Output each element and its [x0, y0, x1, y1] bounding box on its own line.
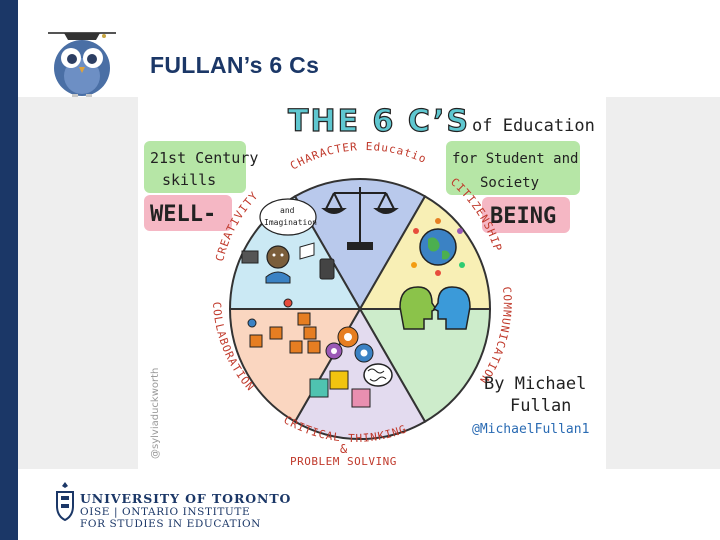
author-handle: @MichaelFullan1 — [472, 422, 589, 437]
imagination-bubble — [259, 198, 317, 236]
pink-note-right — [482, 197, 570, 233]
problem-solving-label: PROBLEM SOLVING — [290, 455, 397, 468]
scales-icon — [321, 187, 399, 250]
footer-institute: FOR STUDIES IN EDUCATION — [80, 518, 261, 530]
poster-heading: THE 6 C’S — [288, 104, 470, 139]
author-line2: Fullan — [510, 396, 571, 416]
globe-people-icon — [411, 218, 465, 276]
footer-university: UNIVERSITY OF TORONTO — [80, 491, 292, 506]
imagination-bubble-line1: and — [280, 206, 295, 215]
thinking-person-icon — [265, 245, 291, 284]
artist-credit: @sylviaduckworth — [150, 368, 161, 459]
owl-logo-icon — [48, 32, 116, 98]
puzzle-icon — [309, 370, 371, 408]
imagination-bubble-line2: Imagination — [264, 218, 317, 227]
amp-sign: & — [340, 442, 348, 456]
six-cs-poster: THE 6 C’S of Education 21st Century skil… — [138, 97, 606, 469]
pink-note-left — [144, 195, 232, 231]
green-note-left — [144, 141, 246, 193]
gears-icon — [325, 326, 374, 363]
talking-heads-icon — [399, 286, 471, 330]
left-note-line1: 21st Century — [150, 149, 258, 167]
brain-icon — [363, 363, 393, 387]
poster-heading-tail: of Education — [472, 116, 595, 136]
footer-oise: OISE | ONTARIO INSTITUTE — [80, 506, 251, 518]
right-note-line1: for Student and — [452, 151, 578, 167]
left-note-line2: skills — [162, 171, 216, 189]
author-line1: By Michael — [484, 374, 586, 394]
tablet-icon — [319, 258, 335, 280]
building-blocks-icon — [247, 298, 321, 354]
uoft-crest-icon — [56, 482, 74, 522]
book-icon — [299, 242, 315, 260]
right-note-line2: Society — [480, 175, 539, 191]
left-accent-bar — [0, 0, 18, 540]
laptop-icon — [241, 250, 259, 264]
slide-title: FULLAN’s 6 Cs — [150, 52, 320, 78]
well-label: WELL- — [150, 202, 216, 227]
green-note-right — [446, 141, 580, 195]
being-label: BEING — [490, 204, 556, 229]
segment-critical-thinking — [293, 306, 427, 440]
segment-communication — [358, 308, 492, 423]
